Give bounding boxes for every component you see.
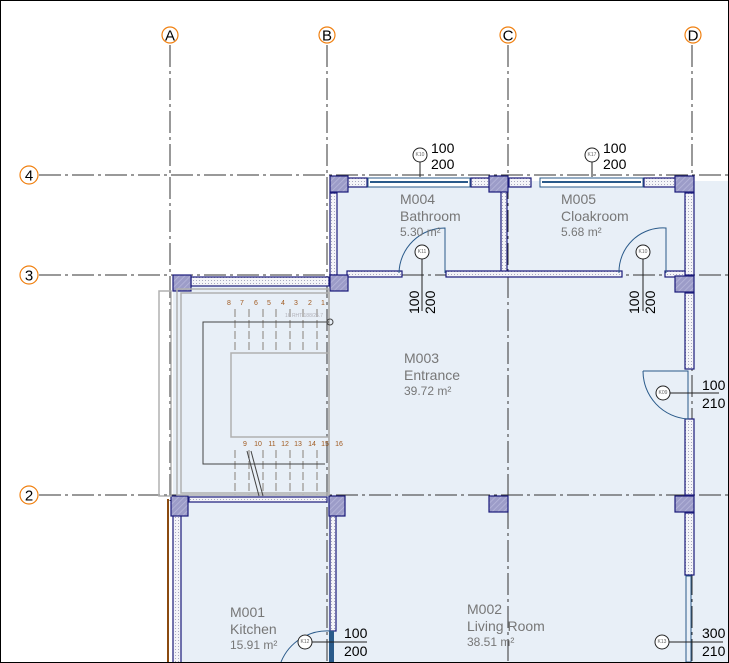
step-number: 13 xyxy=(294,441,302,448)
svg-text:38.51 m²: 38.51 m² xyxy=(467,635,514,649)
door-living-room[interactable]: K13 300 210 xyxy=(654,575,726,662)
door-tag: K09 xyxy=(655,385,671,401)
door-height: 200 xyxy=(422,290,438,314)
door-tag: K13 xyxy=(654,634,670,650)
grid-label: A xyxy=(165,28,175,45)
door-cloakroom[interactable]: K17 100 200 K10 100 200 xyxy=(584,140,667,314)
svg-text:K09: K09 xyxy=(659,390,668,396)
step-number: 15 xyxy=(321,441,329,448)
svg-text:15.91 m²: 15.91 m² xyxy=(230,638,277,652)
step-number: 3 xyxy=(294,300,298,307)
door-width: 100 xyxy=(626,290,642,314)
door-width: 100 xyxy=(702,377,726,393)
svg-text:M005: M005 xyxy=(561,191,596,207)
room-label-entrance[interactable]: M003 Entrance 39.72 m² xyxy=(404,350,460,398)
door-tag: K12 xyxy=(297,634,313,650)
svg-text:5.68 m²: 5.68 m² xyxy=(561,225,602,239)
step-number: 2 xyxy=(308,300,312,307)
room-fills xyxy=(173,181,728,662)
step-number: 10 xyxy=(254,441,262,448)
svg-text:M004: M004 xyxy=(400,191,435,207)
svg-text:M003: M003 xyxy=(404,350,439,366)
step-number: 11 xyxy=(268,441,275,448)
grid-bubble-D[interactable]: D xyxy=(684,26,702,45)
door-tag: K17 xyxy=(584,147,600,163)
grid-label: 2 xyxy=(25,488,33,505)
walls[interactable] xyxy=(167,177,695,662)
svg-text:Kitchen: Kitchen xyxy=(230,621,277,637)
door-height: 210 xyxy=(702,643,726,659)
stair-note: 16 RHT 188/25.7 xyxy=(285,313,323,319)
svg-text:Cloakroom: Cloakroom xyxy=(561,208,629,224)
step-number: 4 xyxy=(281,300,285,307)
grid-bubble-4[interactable]: 4 xyxy=(19,165,39,185)
windows[interactable] xyxy=(367,177,644,188)
step-number: 1 xyxy=(321,300,325,307)
door-kitchen[interactable]: K12 100 200 xyxy=(280,625,368,662)
structural-columns[interactable] xyxy=(170,175,695,517)
door-height: 200 xyxy=(431,156,455,172)
grid-bubble-C[interactable]: C xyxy=(499,26,517,45)
door-entrance[interactable]: K09 100 210 xyxy=(642,370,726,420)
step-number: 7 xyxy=(240,300,244,307)
svg-text:K12: K12 xyxy=(301,639,310,645)
grid-bubble-2[interactable]: 2 xyxy=(19,485,39,505)
door-tag: K10 xyxy=(635,244,651,260)
svg-text:39.72 m²: 39.72 m² xyxy=(404,384,451,398)
svg-text:K13: K13 xyxy=(658,639,667,645)
door-width: 100 xyxy=(603,140,627,156)
step-number: 12 xyxy=(281,441,289,448)
door-height: 200 xyxy=(344,643,368,659)
staircase[interactable]: 8 7 6 5 4 3 2 1 9 10 11 12 13 14 15 16 1… xyxy=(158,288,343,497)
room-label-living-room[interactable]: M002 Living Room 38.51 m² xyxy=(467,601,545,649)
step-number: 5 xyxy=(267,300,271,307)
grid-label: 3 xyxy=(25,268,33,285)
svg-text:Entrance: Entrance xyxy=(404,367,460,383)
door-width: 100 xyxy=(344,625,368,641)
door-bathroom[interactable]: K10 100 200 K11 100 200 xyxy=(398,140,455,314)
door-width: 100 xyxy=(431,140,455,156)
svg-text:K17: K17 xyxy=(588,152,597,158)
room-label-kitchen[interactable]: M001 Kitchen 15.91 m² xyxy=(230,604,277,652)
door-tag: K11 xyxy=(414,244,430,260)
door-width: 100 xyxy=(406,290,422,314)
door-height: 200 xyxy=(603,156,627,172)
door-width: 300 xyxy=(702,625,726,641)
door-tag: K10 xyxy=(412,147,428,163)
svg-text:K11: K11 xyxy=(418,249,427,255)
step-number: 8 xyxy=(227,300,231,307)
door-height: 210 xyxy=(702,395,726,411)
svg-text:K10: K10 xyxy=(639,249,648,255)
grid-label: D xyxy=(688,28,699,45)
room-label-bathroom[interactable]: M004 Bathroom 5.30 m² xyxy=(400,191,461,239)
svg-text:K10: K10 xyxy=(416,152,425,158)
grid-label: 4 xyxy=(25,168,33,185)
svg-text:M002: M002 xyxy=(467,601,502,617)
svg-text:Bathroom: Bathroom xyxy=(400,208,461,224)
grid-bubble-3[interactable]: 3 xyxy=(19,265,39,285)
grid-bubble-A[interactable]: A xyxy=(161,26,179,45)
svg-text:5.30 m²: 5.30 m² xyxy=(400,225,441,239)
room-label-cloakroom[interactable]: M005 Cloakroom 5.68 m² xyxy=(561,191,629,239)
svg-text:M001: M001 xyxy=(230,604,265,620)
svg-text:Living Room: Living Room xyxy=(467,618,545,634)
step-number: 16 xyxy=(335,441,343,448)
step-number: 6 xyxy=(254,300,258,307)
grid-label: B xyxy=(322,28,332,45)
step-number: 14 xyxy=(308,441,316,448)
door-height: 200 xyxy=(642,290,658,314)
grid-label: C xyxy=(503,28,514,45)
grid-bubble-B[interactable]: B xyxy=(318,26,336,45)
step-number: 9 xyxy=(243,441,247,448)
